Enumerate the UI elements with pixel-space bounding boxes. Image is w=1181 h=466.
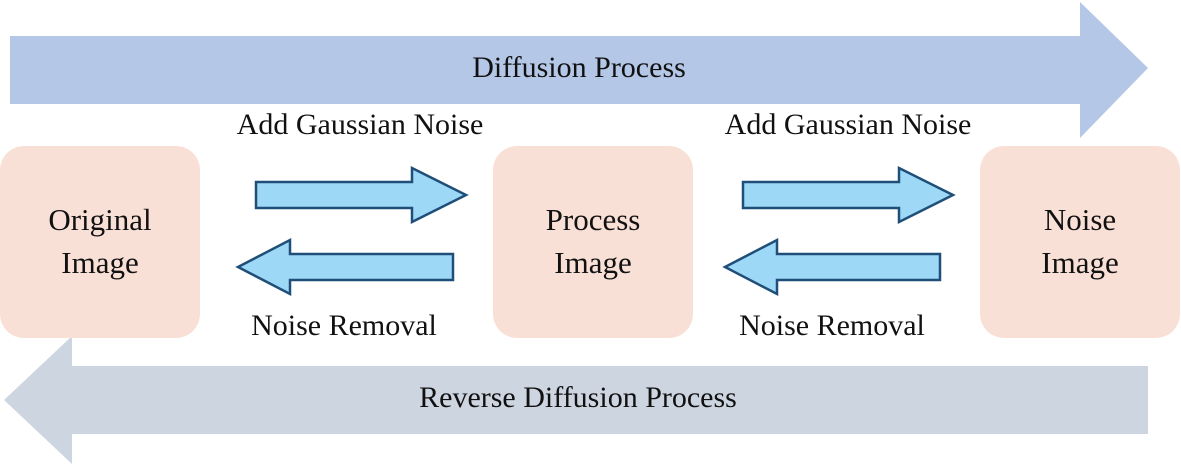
noise-removal-label-2: Noise Removal [739, 309, 925, 342]
original-image-box: Original Image [0, 146, 200, 338]
process-image-line2: Image [554, 245, 632, 280]
process-image-line1: Process [545, 202, 641, 238]
diffusion-process-label: Diffusion Process [472, 51, 686, 84]
noise-image-box: Noise Image [980, 146, 1180, 338]
original-image-line1: Original [48, 202, 152, 238]
forward-arrow-2 [741, 165, 956, 225]
reverse-arrow-2 [722, 237, 942, 297]
reverse-diffusion-process-label: Reverse Diffusion Process [419, 381, 737, 414]
add-noise-label-2: Add Gaussian Noise [724, 108, 972, 141]
noise-removal-label-1: Noise Removal [251, 309, 437, 342]
noise-image-line1: Noise [1043, 202, 1117, 238]
reverse-arrow-1 [235, 237, 455, 297]
add-noise-label-1: Add Gaussian Noise [236, 108, 484, 141]
forward-arrow-1 [254, 165, 469, 225]
noise-image-line2: Image [1041, 245, 1119, 280]
original-image-line2: Image [61, 245, 139, 280]
diffusion-band-arrow [10, 2, 1148, 138]
reverse-diffusion-band-arrow [4, 336, 1148, 464]
process-image-box: Process Image [493, 146, 693, 338]
